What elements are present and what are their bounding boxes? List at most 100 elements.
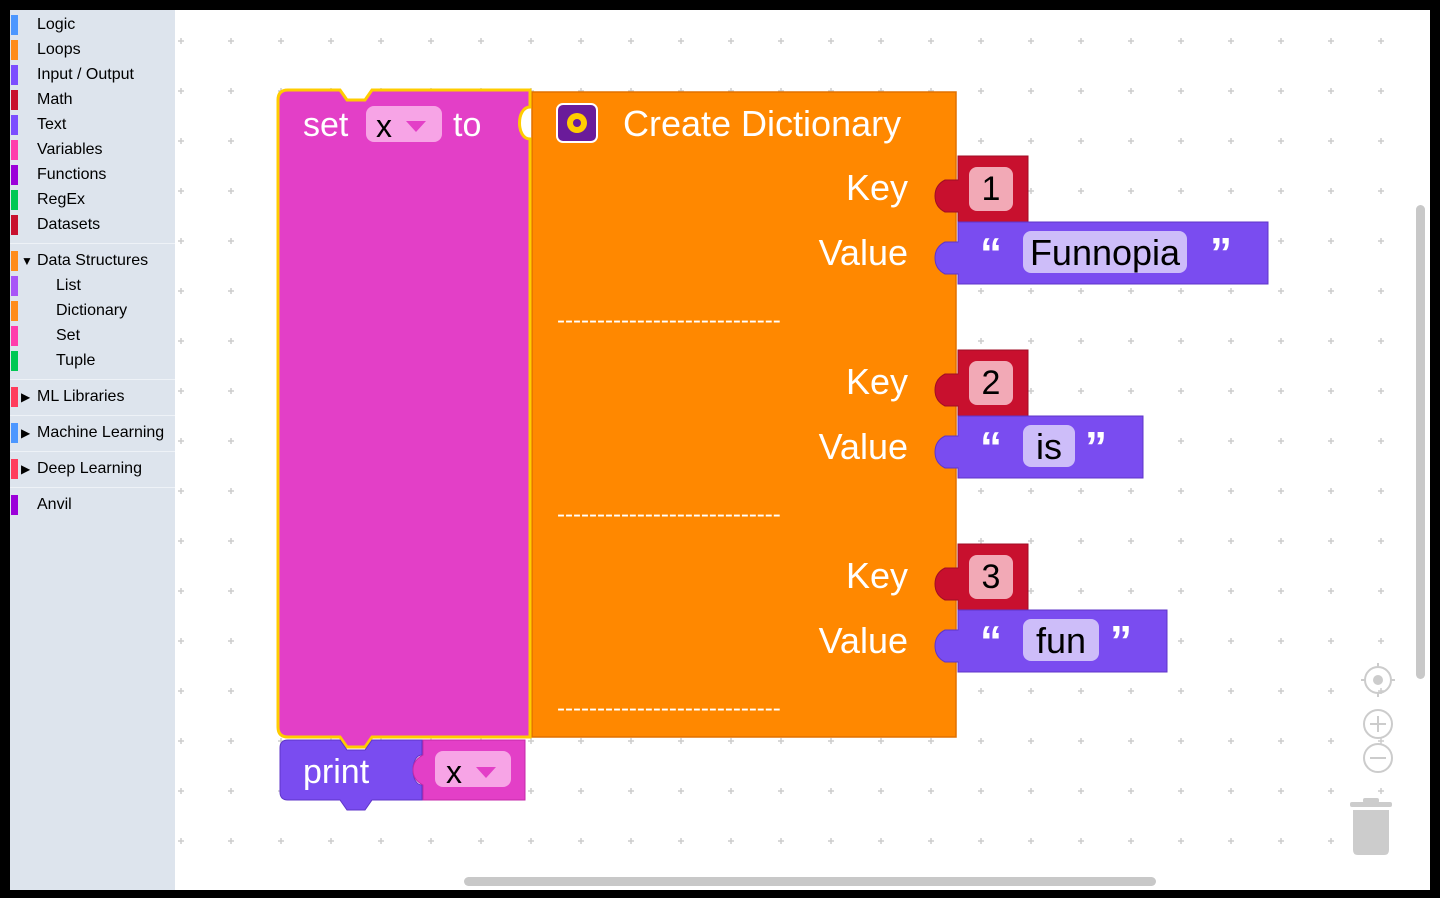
category-color-bar [11, 65, 18, 85]
variable-dropdown[interactable] [366, 106, 442, 142]
category-label: List [56, 277, 81, 294]
category-anvil[interactable]: Anvil [10, 494, 175, 516]
variable-name: x [376, 108, 392, 144]
category-functions[interactable]: Functions [10, 164, 175, 186]
category-color-bar [11, 387, 18, 407]
print-label: print [303, 753, 370, 791]
entry-separator: ---------------------------- [557, 695, 781, 722]
category-variables[interactable]: Variables [10, 139, 175, 161]
dropdown-arrow-icon [406, 121, 426, 132]
category-label: Text [37, 116, 67, 133]
category-ml-libraries[interactable]: ▶ML Libraries [10, 386, 175, 408]
category-label: Functions [37, 166, 107, 183]
close-quote: ” [1085, 423, 1107, 472]
zoom-out-icon[interactable] [1363, 743, 1393, 773]
category-label: Loops [37, 41, 81, 58]
category-color-bar [11, 190, 18, 210]
category-color-bar [11, 40, 18, 60]
toolbox: Logic Loops Input / Output Math Text Var… [10, 10, 175, 890]
category-color-bar [11, 459, 18, 479]
expand-triangle-right-icon[interactable]: ▶ [21, 390, 31, 404]
text-block[interactable]: “ Funnopia ” [934, 221, 1269, 285]
category-data-structures[interactable]: ▼Data Structures [10, 250, 175, 272]
toolbox-separator [10, 415, 175, 416]
create-dictionary-block[interactable] [531, 91, 957, 738]
dictionary-header: Create Dictionary [556, 103, 901, 144]
vertical-scrollbar[interactable] [1416, 205, 1425, 679]
to-label: to [453, 106, 481, 144]
key-value[interactable]: 1 [982, 170, 1001, 208]
expand-triangle-right-icon[interactable]: ▶ [21, 462, 31, 476]
category-color-bar [11, 251, 18, 271]
set-variable-block[interactable]: set x to [276, 88, 532, 749]
category-label: Dictionary [56, 302, 128, 319]
text-block[interactable]: “ is ” [934, 415, 1144, 479]
number-block[interactable]: 2 [934, 349, 1029, 423]
app-frame: Logic Loops Input / Output Math Text Var… [10, 10, 1430, 890]
category-datasets[interactable]: Datasets [10, 214, 175, 236]
target-icon[interactable] [1361, 663, 1395, 697]
number-block[interactable]: 1 [934, 155, 1029, 229]
expand-triangle-down-icon[interactable]: ▼ [21, 254, 33, 268]
category-label: Math [37, 91, 73, 108]
category-text[interactable]: Text [10, 114, 175, 136]
category-color-bar [11, 165, 18, 185]
category-label: Set [56, 327, 81, 344]
variable-dropdown[interactable] [435, 751, 511, 787]
text-value[interactable]: fun [1036, 620, 1086, 661]
close-quote: ” [1110, 617, 1132, 666]
category-label: Datasets [37, 216, 101, 233]
category-set[interactable]: Set [10, 325, 175, 347]
category-color-bar [11, 140, 18, 160]
zoom-in-icon[interactable] [1363, 709, 1393, 739]
close-quote: ” [1210, 229, 1232, 278]
toolbox-separator [10, 379, 175, 380]
category-math[interactable]: Math [10, 89, 175, 111]
category-input-output[interactable]: Input / Output [10, 64, 175, 86]
expand-triangle-right-icon[interactable]: ▶ [21, 426, 31, 440]
dropdown-arrow-icon [476, 767, 496, 778]
open-quote: “ [980, 617, 1002, 666]
category-logic[interactable]: Logic [10, 14, 175, 36]
entry-separator: ---------------------------- [557, 501, 781, 528]
value-label: Value [819, 426, 908, 467]
category-loops[interactable]: Loops [10, 39, 175, 61]
category-label: Variables [37, 141, 103, 158]
text-value[interactable]: Funnopia [1030, 232, 1181, 273]
category-regex[interactable]: RegEx [10, 189, 175, 211]
category-label: Machine Learning [37, 424, 165, 441]
text-block[interactable]: “ fun ” [934, 609, 1168, 673]
toolbox-separator [10, 487, 175, 488]
variable-name: x [446, 754, 462, 790]
key-label: Key [846, 361, 908, 402]
set-label: set [303, 106, 349, 144]
text-value[interactable]: is [1036, 426, 1062, 467]
variable-getter-block[interactable]: x [412, 739, 526, 801]
value-label: Value [819, 232, 908, 273]
category-color-bar [11, 351, 18, 371]
category-deep-learning[interactable]: ▶ Deep Learning [10, 458, 175, 480]
category-color-bar [11, 276, 18, 296]
toolbox-separator [10, 451, 175, 452]
category-color-bar [11, 15, 18, 35]
category-color-bar [11, 115, 18, 135]
category-label: Input / Output [37, 66, 134, 83]
key-value[interactable]: 2 [982, 364, 1001, 402]
horizontal-scrollbar[interactable] [464, 877, 1156, 886]
value-label: Value [819, 620, 908, 661]
category-list[interactable]: List [10, 275, 175, 297]
category-color-bar [11, 215, 18, 235]
category-label: Deep Learning [37, 460, 142, 477]
workspace[interactable]: set x to Create Dictionary Key [175, 10, 1430, 890]
category-dictionary[interactable]: Dictionary [10, 300, 175, 322]
entry-separator: ---------------------------- [557, 307, 781, 334]
category-machine-learning[interactable]: ▶ Machine Learning [10, 422, 175, 444]
key-value[interactable]: 3 [982, 558, 1001, 596]
print-block[interactable]: print [279, 739, 423, 811]
category-label: Tuple [56, 352, 96, 369]
trash-icon[interactable] [1350, 798, 1392, 855]
key-label: Key [846, 555, 908, 596]
category-color-bar [11, 326, 18, 346]
category-tuple[interactable]: Tuple [10, 350, 175, 372]
category-label: Anvil [37, 496, 72, 513]
